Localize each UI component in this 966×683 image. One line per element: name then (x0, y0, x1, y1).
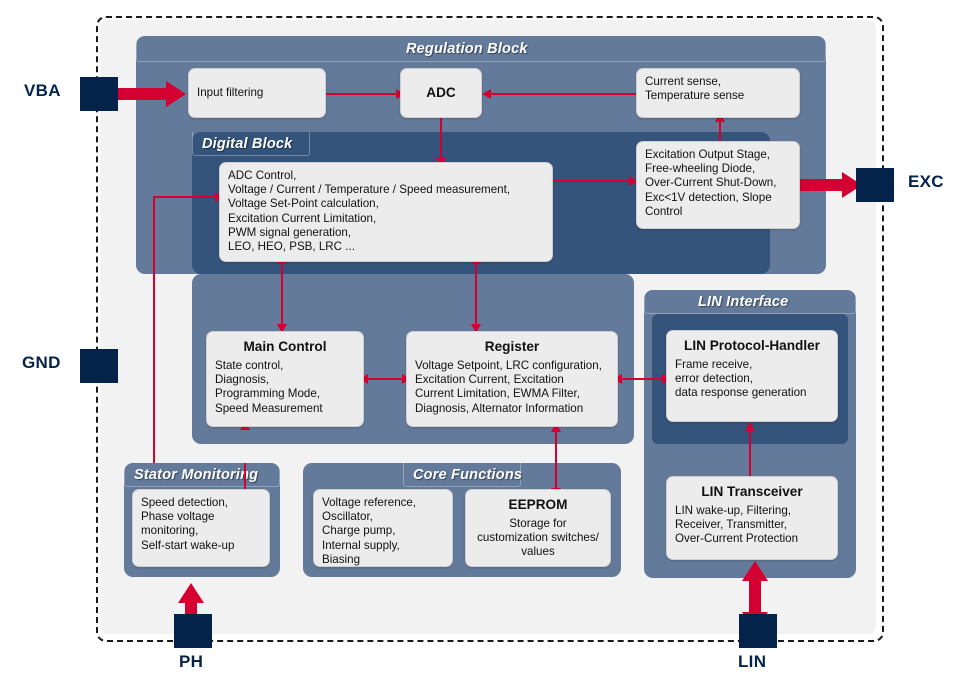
connector-digital-to-excitation (553, 180, 633, 182)
connector-main-control-to-register (364, 378, 406, 380)
connector-excitation-to-sense (719, 120, 721, 152)
arrowhead-digital-to-main-control (277, 324, 287, 333)
pin-vba[interactable] (80, 77, 118, 111)
block-excitation-output-stage[interactable]: Excitation Output Stage, Free-wheeling D… (636, 141, 800, 229)
connector-stator-to-main-control (244, 463, 246, 501)
block-lin-protocol-handler-body: Frame receive, error detection, data res… (675, 358, 807, 400)
panel-lin-interface-title-tab (644, 290, 856, 314)
connector-lin-handler-to-transceiver (749, 429, 751, 483)
arrowhead-sense-to-adc (482, 89, 491, 99)
arrowhead-digital-to-register (471, 324, 481, 333)
panel-lin-interface-title: LIN Interface (698, 294, 789, 310)
block-register-body: Voltage Setpoint, LRC configuration, Exc… (415, 359, 602, 415)
connector-digital-to-register (475, 262, 477, 328)
panel-digital-block-title: Digital Block (202, 136, 293, 152)
connector-stator-riser (153, 196, 155, 463)
panel-core-functions-title-tab (403, 463, 521, 487)
block-main-control-heading: Main Control (243, 339, 327, 354)
block-current-temperature-sense[interactable]: Current sense, Temperature sense (636, 68, 800, 118)
pin-exc[interactable] (856, 168, 894, 202)
panel-digital-block-title-tab (192, 132, 310, 156)
pin-vba-label: VBA (24, 81, 61, 100)
pin-lin-label: LIN (738, 652, 767, 671)
block-adc[interactable]: ADC (400, 68, 482, 118)
pin-gnd[interactable] (80, 349, 118, 383)
connector-lin-pin-to-transceiver (749, 578, 761, 616)
block-eeprom-heading: EEPROM (508, 497, 568, 512)
arrowhead-vba-to-input-filtering (166, 81, 186, 107)
connector-excitation-to-exc-pin (800, 179, 848, 191)
connector-input-filtering-to-adc (326, 93, 400, 95)
block-lin-transceiver-heading: LIN Transceiver (701, 484, 803, 499)
block-lin-transceiver[interactable]: LIN Transceiver LIN wake-up, Filtering, … (666, 476, 838, 560)
panel-regulation-block-title: Regulation Block (406, 41, 528, 57)
block-lin-transceiver-body: LIN wake-up, Filtering, Receiver, Transm… (675, 504, 799, 546)
connector-digital-to-main-control (281, 262, 283, 328)
connector-sense-to-adc (486, 93, 636, 95)
block-digital-functions-body: ADC Control, Voltage / Current / Tempera… (228, 169, 511, 254)
pin-lin[interactable] (739, 614, 777, 648)
arrowhead-lin-pin-to-transceiver (742, 561, 768, 581)
block-eeprom[interactable]: EEPROM Storage for customization switche… (465, 489, 611, 567)
panel-stator-monitoring-title-tab (124, 463, 280, 487)
connector-vba-to-input-filtering (110, 88, 172, 100)
pin-gnd-label: GND (22, 353, 61, 372)
pin-exc-label: EXC (908, 172, 944, 191)
pin-ph-label: PH (179, 652, 204, 671)
block-lin-protocol-handler[interactable]: LIN Protocol-Handler Frame receive, erro… (666, 330, 838, 422)
panel-stator-monitoring-title: Stator Monitoring (134, 467, 259, 483)
arrowhead-digital-to-excitation (629, 176, 638, 186)
block-eeprom-body: Storage for customization switches/ valu… (477, 517, 599, 559)
arrowhead-ph-to-stator (178, 583, 204, 603)
connector-adc-to-digital-block (440, 118, 442, 162)
connector-register-to-lin-handler (618, 378, 666, 380)
block-adc-heading: ADC (426, 85, 456, 100)
chip-dashed-outline (96, 16, 884, 642)
arrowhead-eeprom-to-register (551, 423, 561, 432)
block-digital-functions[interactable]: ADC Control, Voltage / Current / Tempera… (219, 162, 553, 262)
block-excitation-output-stage-body: Excitation Output Stage, Free-wheeling D… (645, 148, 777, 218)
panel-core-functions-title: Core Functions (413, 467, 523, 483)
block-core-functions-body-text: Voltage reference, Oscillator, Charge pu… (322, 496, 417, 566)
block-main-control[interactable]: Main Control State control, Diagnosis, P… (206, 331, 364, 427)
block-lin-protocol-handler-heading: LIN Protocol-Handler (684, 338, 820, 353)
block-stator-monitoring-body[interactable]: Speed detection, Phase voltage monitorin… (132, 489, 270, 567)
block-current-temperature-sense-body: Current sense, Temperature sense (645, 75, 745, 103)
arrowhead-transceiver-to-handler (745, 422, 755, 431)
block-stator-monitoring-body-text: Speed detection, Phase voltage monitorin… (141, 496, 235, 552)
block-register-heading: Register (484, 339, 540, 354)
block-input-filtering[interactable]: Input filtering (188, 68, 326, 118)
block-input-filtering-body: Input filtering (197, 85, 264, 99)
pin-ph[interactable] (174, 614, 212, 648)
block-register[interactable]: Register Voltage Setpoint, LRC configura… (406, 331, 618, 427)
connector-stator-to-digital-block (153, 196, 219, 198)
connector-register-to-eeprom (555, 430, 557, 492)
panel-regulation-block-title-tab (136, 36, 826, 62)
block-core-functions-body[interactable]: Voltage reference, Oscillator, Charge pu… (313, 489, 453, 567)
block-main-control-body: State control, Diagnosis, Programming Mo… (215, 359, 323, 415)
